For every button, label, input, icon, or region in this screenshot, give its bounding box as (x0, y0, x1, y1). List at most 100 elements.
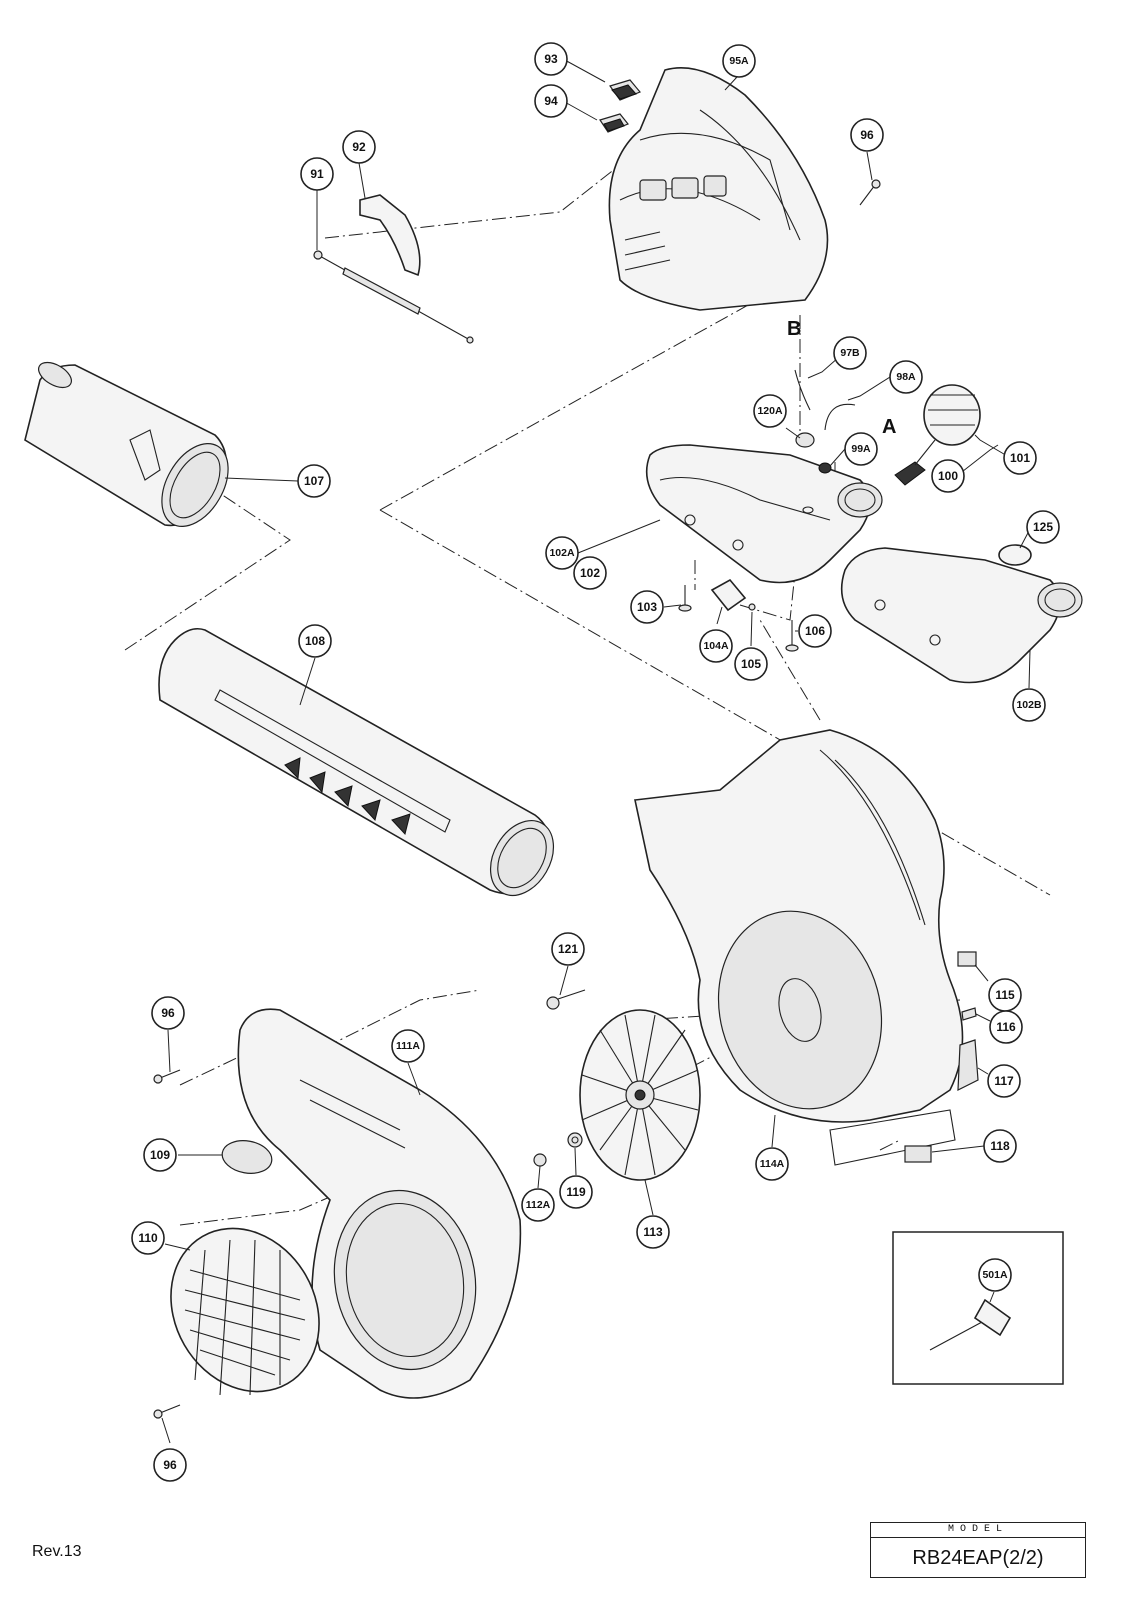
svg-text:102B: 102B (1016, 699, 1042, 711)
damper-104A (710, 578, 747, 612)
fuel-hose-97B (794, 369, 811, 411)
callout-114A: 114A (755, 1147, 789, 1181)
revision-label: Rev.13 (32, 1543, 82, 1560)
switch-94 (599, 113, 629, 133)
cap-125 (998, 544, 1032, 566)
svg-text:112A: 112A (526, 1199, 551, 1211)
callout-107: 107 (297, 464, 331, 498)
marker-b: B (787, 318, 801, 340)
switch-cover-93 (609, 79, 641, 101)
grommet-99A (818, 462, 832, 474)
svg-text:92: 92 (352, 140, 366, 154)
callout-92: 92 (342, 130, 376, 164)
callout-109: 109 (143, 1138, 177, 1172)
blower-pipe-108 (158, 627, 555, 896)
callout-110: 110 (131, 1221, 165, 1255)
fan-113 (579, 1009, 701, 1181)
callout-96-left: 96 (151, 996, 185, 1030)
callout-106: 106 (798, 614, 832, 648)
nut-112A (533, 1153, 547, 1167)
callout-117: 117 (987, 1064, 1021, 1098)
grommet-120A (795, 432, 815, 448)
tool-inset-box (892, 1231, 1064, 1385)
svg-text:108: 108 (305, 634, 325, 648)
screw-103 (678, 585, 692, 612)
callout-98A: 98A (889, 360, 923, 394)
svg-text:93: 93 (544, 52, 558, 66)
callout-100: 100 (931, 459, 965, 493)
svg-text:102: 102 (580, 566, 600, 580)
svg-text:118: 118 (990, 1139, 1010, 1153)
bolt-121 (546, 989, 586, 1010)
svg-text:101: 101 (1010, 451, 1030, 465)
svg-text:109: 109 (150, 1148, 170, 1162)
svg-text:91: 91 (310, 167, 324, 181)
svg-text:110: 110 (138, 1231, 158, 1245)
callout-97B: 97B (833, 336, 867, 370)
fuel-tank-102 (645, 444, 883, 584)
svg-text:94: 94 (544, 94, 558, 108)
callout-95A: 95A (722, 44, 756, 78)
callout-96-top: 96 (850, 118, 884, 152)
fuel-cap-101 (923, 384, 981, 446)
callout-121: 121 (551, 932, 585, 966)
callout-111A: 111A (391, 1029, 425, 1063)
callout-102: 102 (573, 556, 607, 590)
svg-text:125: 125 (1033, 520, 1053, 534)
callout-102A: 102A (545, 536, 579, 570)
screw-96-left (153, 1069, 181, 1084)
callout-93: 93 (534, 42, 568, 76)
callout-112A: 112A (521, 1188, 555, 1222)
svg-text:501A: 501A (982, 1269, 1008, 1281)
svg-text:121: 121 (558, 942, 578, 956)
fuel-hose-98A (824, 403, 856, 431)
fuel-filter-100 (894, 439, 936, 486)
grille-110 (170, 1227, 320, 1396)
callout-103: 103 (630, 590, 664, 624)
svg-text:113: 113 (643, 1225, 663, 1239)
callout-94: 94 (534, 84, 568, 118)
callout-99A: 99A (844, 432, 878, 466)
svg-text:115: 115 (995, 988, 1015, 1002)
screw-96-top (859, 179, 881, 206)
svg-text:114A: 114A (760, 1158, 785, 1170)
svg-text:95A: 95A (729, 55, 749, 67)
washer-105 (748, 603, 756, 611)
fuel-tank-102B (840, 547, 1083, 684)
svg-text:107: 107 (304, 474, 324, 488)
callout-115: 115 (988, 978, 1022, 1012)
model-label: MODEL (871, 1523, 1085, 1538)
svg-text:104A: 104A (703, 640, 729, 652)
screw-96-bottom (153, 1404, 181, 1419)
callout-125: 125 (1026, 510, 1060, 544)
callout-116: 116 (989, 1010, 1023, 1044)
svg-text:106: 106 (805, 624, 825, 638)
callout-105: 105 (734, 647, 768, 681)
svg-text:117: 117 (994, 1074, 1014, 1088)
label-116 (961, 1007, 977, 1021)
svg-text:96: 96 (163, 1458, 177, 1472)
callout-108: 108 (298, 624, 332, 658)
label-109 (221, 1140, 273, 1174)
washer-119 (567, 1132, 583, 1148)
callout-91: 91 (300, 157, 334, 191)
leader-lines (161, 58, 1031, 1444)
svg-text:96: 96 (161, 1006, 175, 1020)
svg-text:100: 100 (938, 469, 958, 483)
svg-text:105: 105 (741, 657, 761, 671)
svg-text:116: 116 (996, 1020, 1016, 1034)
callout-119: 119 (559, 1175, 593, 1209)
svg-text:119: 119 (566, 1185, 586, 1199)
callout-501A: 501A (978, 1258, 1012, 1292)
model-box: MODEL RB24EAP(2/2) (870, 1522, 1086, 1578)
nozzle-107 (24, 361, 229, 528)
callout-104A: 104A (699, 629, 733, 663)
model-name: RB24EAP(2/2) (912, 1547, 1044, 1569)
throttle-cable-91 (313, 250, 474, 344)
handle-housing-95A (608, 67, 829, 311)
svg-text:98A: 98A (896, 371, 916, 383)
label-118 (904, 1145, 932, 1163)
svg-text:120A: 120A (757, 405, 783, 417)
volute-case-114A (634, 729, 964, 1166)
